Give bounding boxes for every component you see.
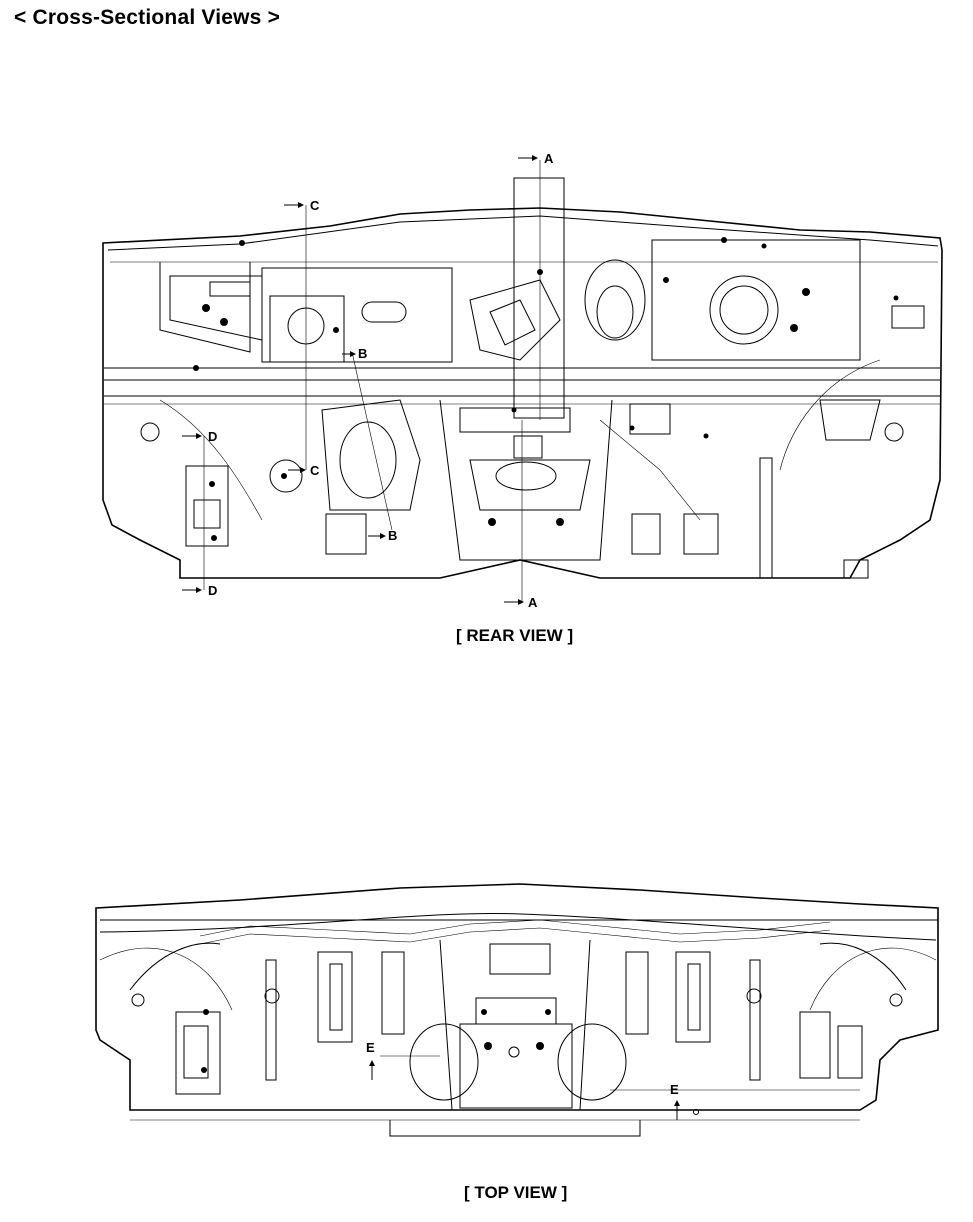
- section-d-top-label: D: [208, 429, 217, 444]
- page-title: < Cross-Sectional Views >: [14, 6, 281, 29]
- rear-view-drawing: A A C C B B D D: [102, 151, 943, 610]
- section-a-top-label: A: [544, 151, 554, 166]
- section-e-right-label: E: [670, 1082, 679, 1097]
- section-e-left-label: E: [366, 1040, 375, 1055]
- top-view-caption: [ TOP VIEW ]: [464, 1183, 568, 1202]
- section-b-bottom-label: B: [388, 528, 397, 543]
- section-a-bottom-label: A: [528, 595, 538, 610]
- section-c-top-label: C: [310, 198, 320, 213]
- rear-view-caption: [ REAR VIEW ]: [456, 626, 574, 645]
- section-b-top-label: B: [358, 346, 367, 361]
- section-d-bottom-label: D: [208, 583, 217, 598]
- section-c-bottom-label: C: [310, 463, 320, 478]
